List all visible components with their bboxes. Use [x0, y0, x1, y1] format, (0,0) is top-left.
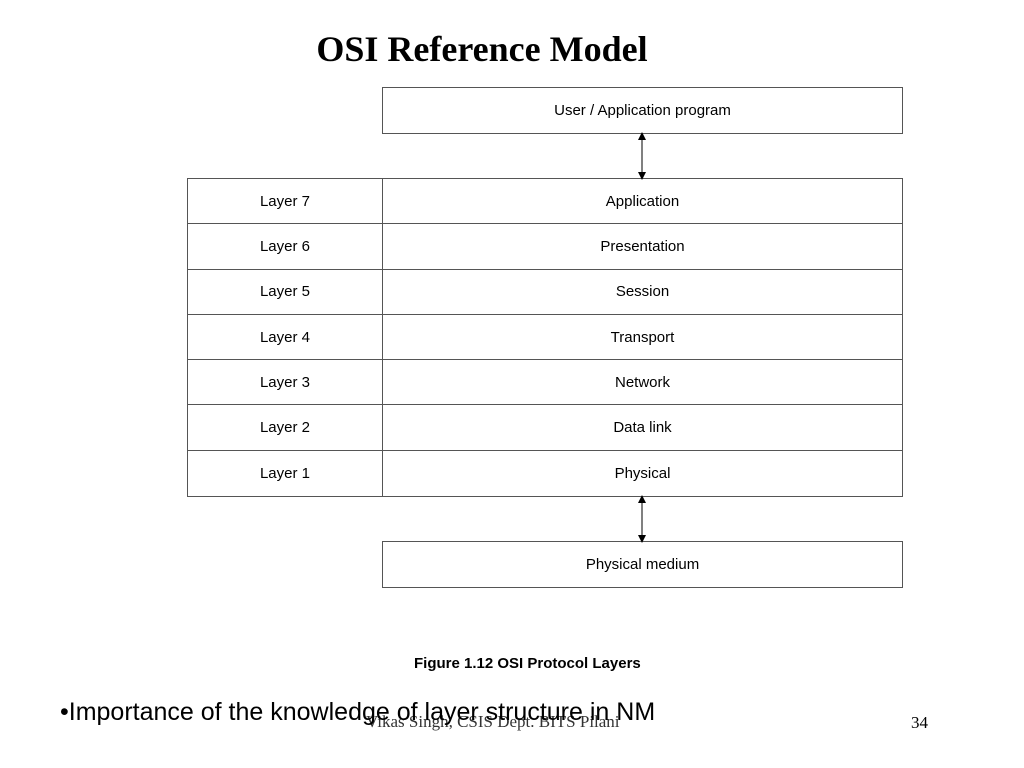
layer-number: Layer 2: [188, 405, 383, 450]
layer-number: Layer 4: [188, 314, 383, 360]
layer-name: Transport: [610, 328, 675, 346]
layer-row-2: Layer 2 Data link: [188, 405, 902, 451]
osi-layer-table: Layer 7 Application Layer 6 Presentation…: [187, 178, 903, 497]
bullet-point: •Importance of the knowledge of layer st…: [60, 698, 656, 726]
layer-name: Presentation: [600, 237, 685, 255]
layer-number: Layer 3: [188, 360, 383, 405]
layer-row-6: Layer 6 Presentation: [188, 224, 902, 270]
page-number: 34: [911, 713, 928, 732]
layer-row-1: Layer 1 Physical: [188, 450, 902, 497]
layer-row-3: Layer 3 Network: [188, 360, 902, 406]
layer-number: Layer 1: [188, 450, 383, 497]
layer-row-7: Layer 7 Application: [188, 179, 902, 225]
figure-caption: Figure 1.12 OSI Protocol Layers: [414, 655, 641, 672]
layer-name: Session: [615, 283, 670, 301]
slide-footer: Vikas Singh, CSIS Dept. BITS Pilani: [366, 712, 620, 731]
layer-name: Network: [614, 373, 670, 391]
user-application-box: User / Application program: [382, 87, 903, 134]
layer-row-5: Layer 5 Session: [188, 269, 902, 315]
layer-number: Layer 6: [188, 224, 383, 269]
layer-number: Layer 7: [188, 179, 383, 224]
layer-name: Data link: [613, 419, 672, 437]
layer-row-4: Layer 4 Transport: [188, 314, 902, 361]
slide-title: OSI Reference Model: [316, 29, 648, 69]
user-application-label: User / Application program: [554, 102, 731, 119]
physical-medium-label: Physical medium: [585, 556, 700, 573]
layer-name: Physical: [614, 464, 671, 482]
layer-name: Application: [605, 192, 680, 210]
layer-number: Layer 5: [188, 269, 383, 314]
